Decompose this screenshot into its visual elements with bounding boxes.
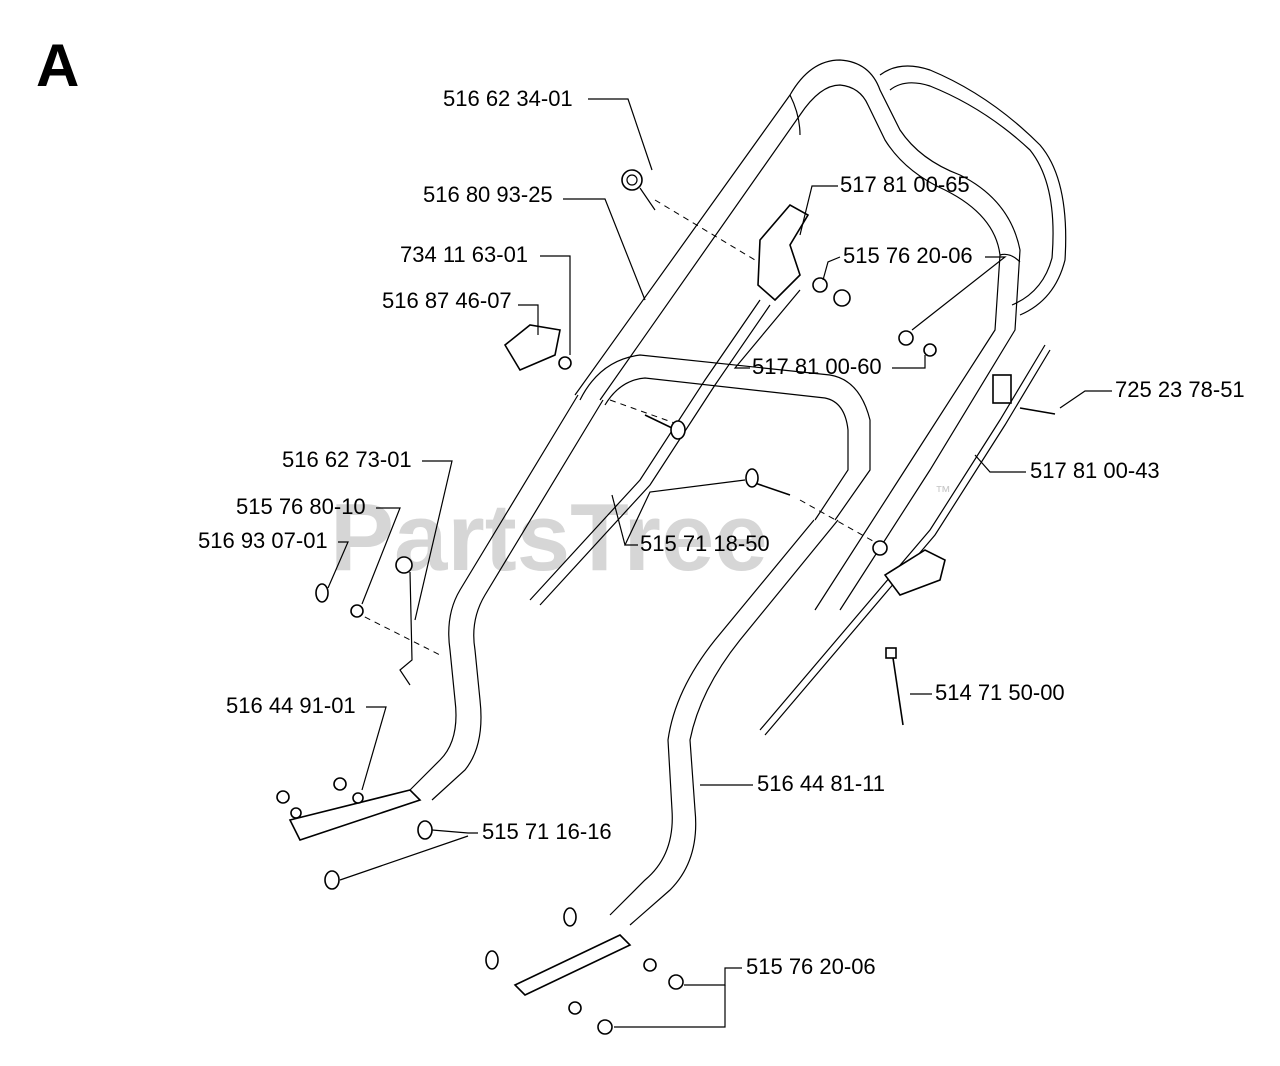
control-cables xyxy=(354,199,1051,736)
throttle-lever-part xyxy=(757,203,851,307)
section-letter: A xyxy=(36,32,79,99)
callout-515-76-20-06-top: 515 76 20-06 xyxy=(822,243,1007,331)
part-label: 515 76 80-10 xyxy=(236,494,366,519)
callout-516-44-81-11: 516 44 81-11 xyxy=(700,771,885,796)
knob-right-part xyxy=(745,468,946,596)
callout-516-62-73-01: 516 62 73-01 xyxy=(282,447,453,621)
part-label: 517 81 00-60 xyxy=(752,354,882,379)
part-label: 516 44 81-11 xyxy=(757,771,885,796)
callout-516-93-07-01: 516 93 07-01 xyxy=(198,528,349,589)
callout-516-87-46-07: 516 87 46-07 xyxy=(382,288,539,335)
callout-517-81-00-60: 517 81 00-60 xyxy=(733,289,926,379)
callout-734-11-63-01: 734 11 63-01 xyxy=(400,242,571,355)
part-label: 517 81 00-65 xyxy=(840,172,970,197)
callout-516-62-34-01: 516 62 34-01 xyxy=(443,86,653,171)
callout-515-76-20-06-bottom: 515 76 20-06 xyxy=(614,954,876,1028)
cable-bracket-part xyxy=(992,374,1056,415)
callout-517-81-00-65: 517 81 00-65 xyxy=(799,172,970,236)
knob-left-part xyxy=(503,324,572,372)
left-rod-part xyxy=(315,556,413,686)
left-handle-tube xyxy=(409,394,604,801)
part-label: 514 71 50-00 xyxy=(935,680,1065,705)
handle-drawing xyxy=(276,59,1067,1035)
part-label: 516 87 46-07 xyxy=(382,288,512,313)
part-label: 725 23 78-51 xyxy=(1115,377,1245,402)
part-label: 516 62 73-01 xyxy=(282,447,412,472)
part-label: 516 44 91-01 xyxy=(226,693,356,718)
hook-part xyxy=(621,169,656,211)
upper-handle-tube xyxy=(574,59,1067,611)
part-label: 516 80 93-25 xyxy=(423,182,553,207)
watermark-trademark: ™ xyxy=(935,484,951,501)
crossbar-tube xyxy=(579,354,871,521)
part-label: 515 76 20-06 xyxy=(843,243,973,268)
callout-725-23-78-51: 725 23 78-51 xyxy=(1059,377,1245,409)
part-label: 515 76 20-06 xyxy=(746,954,876,979)
part-label: 516 62 34-01 xyxy=(443,86,573,111)
part-label: 734 11 63-01 xyxy=(400,242,528,267)
part-label: 517 81 00-43 xyxy=(1030,458,1160,483)
part-label: 515 71 18-50 xyxy=(640,531,770,556)
right-handle-tube xyxy=(609,519,839,926)
part-label: 516 93 07-01 xyxy=(198,528,328,553)
callout-514-71-50-00: 514 71 50-00 xyxy=(910,680,1065,705)
part-label: 515 71 16-16 xyxy=(482,819,612,844)
callout-516-44-91-01: 516 44 91-01 xyxy=(226,693,387,791)
lower-right-bracket xyxy=(485,907,684,1035)
right-nut-washer xyxy=(898,330,937,357)
cable-tie-part xyxy=(885,647,904,726)
callout-515-71-18-50: 515 71 18-50 xyxy=(611,479,770,556)
callout-516-80-93-25: 516 80 93-25 xyxy=(423,182,646,301)
callout-515-71-16-16: 515 71 16-16 xyxy=(339,819,612,881)
callout-517-81-00-43: 517 81 00-43 xyxy=(974,454,1160,483)
bolt-top-part xyxy=(644,414,686,440)
lower-left-bracket xyxy=(276,777,433,890)
callout-515-76-80-10: 515 76 80-10 xyxy=(236,494,401,605)
